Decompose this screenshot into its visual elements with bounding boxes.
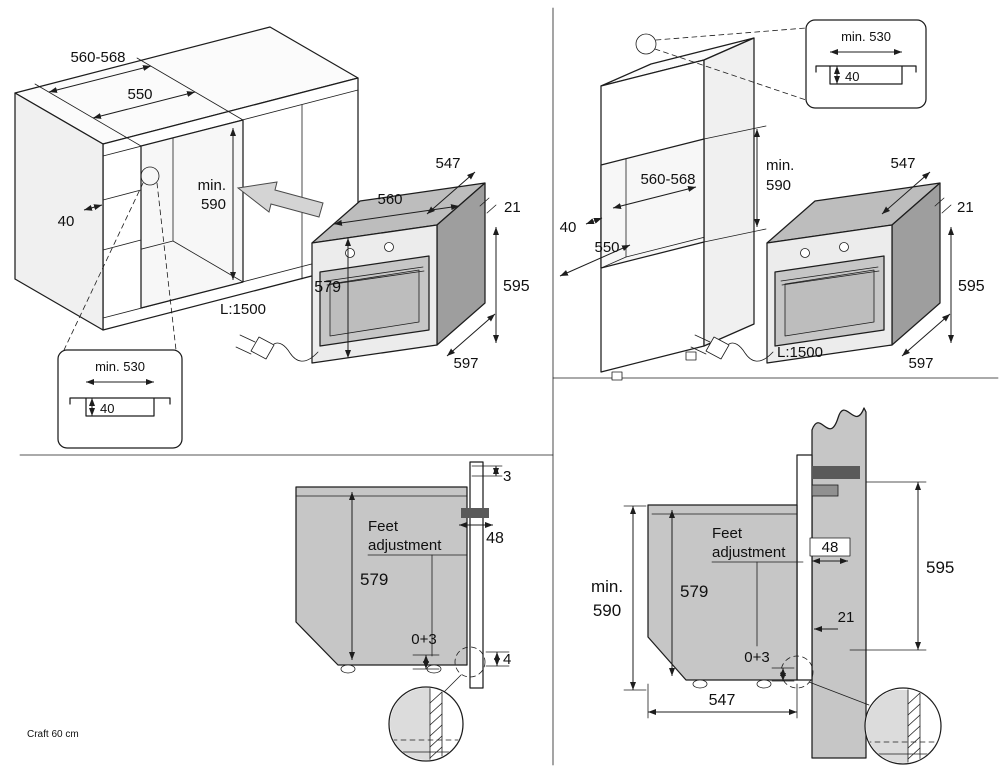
oven-isometric-right: 547 21 595 597 L:1500 — [690, 155, 985, 372]
power-plug — [705, 336, 730, 360]
dim-min-value: 590 — [201, 196, 226, 213]
oven-isometric-left: 547 21 560 579 595 597 L:1500 — [220, 155, 530, 372]
oven-knob — [839, 242, 849, 252]
oven-dim-bottom-depth: 597 — [908, 355, 933, 372]
dim-bracket-depth: 48 — [822, 539, 839, 556]
dim-side-gap: 40 — [560, 219, 577, 236]
dim-bottom-gap: 4 — [503, 651, 511, 668]
dim-top-gap: 3 — [503, 468, 511, 485]
oven-dim-height: 595 — [503, 278, 530, 295]
power-plug — [250, 336, 275, 360]
power-cable — [728, 342, 774, 362]
detail-inset-base: min. 530 40 — [57, 349, 183, 449]
oven-foot — [692, 679, 708, 689]
dim-inner-width: 550 — [127, 86, 152, 103]
tall-cabinet-scene: min. 530 40 min. 590 560-568 40 550 — [560, 19, 927, 381]
dim-min-label: min. — [198, 177, 226, 194]
power-cable — [273, 342, 319, 362]
reference-circle — [140, 166, 160, 186]
dim-inner-height: 579 — [680, 582, 708, 601]
oven-knob — [384, 242, 394, 252]
oven-dim-flange: 21 — [957, 199, 974, 216]
oven-dim-top-depth: 547 — [435, 155, 460, 172]
feet-adjustment-line1: Feet — [368, 518, 399, 535]
dim-height: 595 — [926, 558, 954, 577]
detail-inset-tall: min. 530 40 — [805, 19, 927, 109]
feet-adjustment-line2: adjustment — [368, 537, 442, 554]
oven-dim-bottom-depth: 597 — [453, 355, 478, 372]
oven-dim-top-depth: 547 — [890, 155, 915, 172]
feet-adjustment-line1: Feet — [712, 525, 743, 542]
base-cabinet-scene: 560-568 550 min. 590 40 min. 530 40 — [14, 26, 359, 449]
dim-width: 547 — [709, 692, 736, 709]
oven-dim-flange: 21 — [504, 199, 521, 216]
front-panel-section — [469, 461, 484, 689]
dim-min-value: 590 — [766, 177, 791, 194]
mounting-rail-small — [811, 484, 839, 497]
mounting-bracket — [461, 508, 489, 518]
dim-foot-range: 0+3 — [411, 631, 436, 648]
dim-side-gap: 40 — [58, 213, 75, 230]
corner-reference-circle — [454, 646, 486, 678]
footer-model-label: Craft 60 cm — [27, 729, 79, 740]
oven-foot — [340, 664, 356, 674]
niche-opening — [140, 119, 244, 309]
oven-knob — [345, 248, 355, 258]
dim-depth: 550 — [594, 239, 619, 256]
oven-dim-front-height: 579 — [314, 279, 341, 296]
insert-direction-arrow — [236, 181, 324, 218]
dim-oven-height: 579 — [360, 570, 388, 589]
side-section-base: 3 48 Feet adjustment 579 0+3 4 — [295, 461, 511, 762]
oven-door-window — [784, 269, 875, 337]
reference-circle — [635, 33, 657, 55]
tall-panel-section — [811, 407, 867, 759]
oven-dim-width: 560 — [377, 191, 402, 208]
inset-min-width: min. 530 — [95, 359, 145, 374]
cabinet-foot — [685, 351, 697, 361]
dim-flange: 21 — [838, 609, 855, 626]
oven-foot — [756, 679, 772, 689]
section-dividers — [19, 7, 999, 766]
oven-knob — [800, 248, 810, 258]
dim-niche-width-range: 560-568 — [70, 49, 125, 66]
mounting-rail — [812, 466, 860, 479]
feet-adjustment-line2: adjustment — [712, 544, 786, 561]
oven-front-strip — [796, 454, 813, 681]
dim-foot-range: 0+3 — [744, 649, 769, 666]
cabinet-foot — [611, 371, 623, 381]
cable-length-label: L:1500 — [220, 301, 266, 318]
inset-depth: 40 — [100, 401, 114, 416]
dim-bracket-depth: 48 — [486, 530, 504, 547]
oven-dim-height: 595 — [958, 278, 985, 295]
cable-length-label: L:1500 — [777, 344, 823, 361]
dim-min-label: min. — [591, 577, 623, 596]
dim-min-label: min. — [766, 157, 794, 174]
inset-min-width: min. 530 — [841, 29, 891, 44]
tall-right-face — [703, 37, 755, 347]
oven-door-window — [329, 269, 420, 337]
dim-niche-width-range: 560-568 — [640, 171, 695, 188]
bracket-notch — [809, 537, 851, 557]
cabinet-left-face — [14, 92, 104, 331]
corner-reference-circle — [780, 655, 814, 689]
oven-side-silhouette — [647, 504, 798, 681]
inset-depth: 40 — [845, 69, 859, 84]
niche-interior — [141, 120, 243, 308]
oven-side-silhouette — [295, 486, 468, 666]
side-section-tall: min. 590 579 Feet adjustment 0+3 48 595 … — [591, 407, 954, 765]
dim-min-value: 590 — [593, 601, 621, 620]
